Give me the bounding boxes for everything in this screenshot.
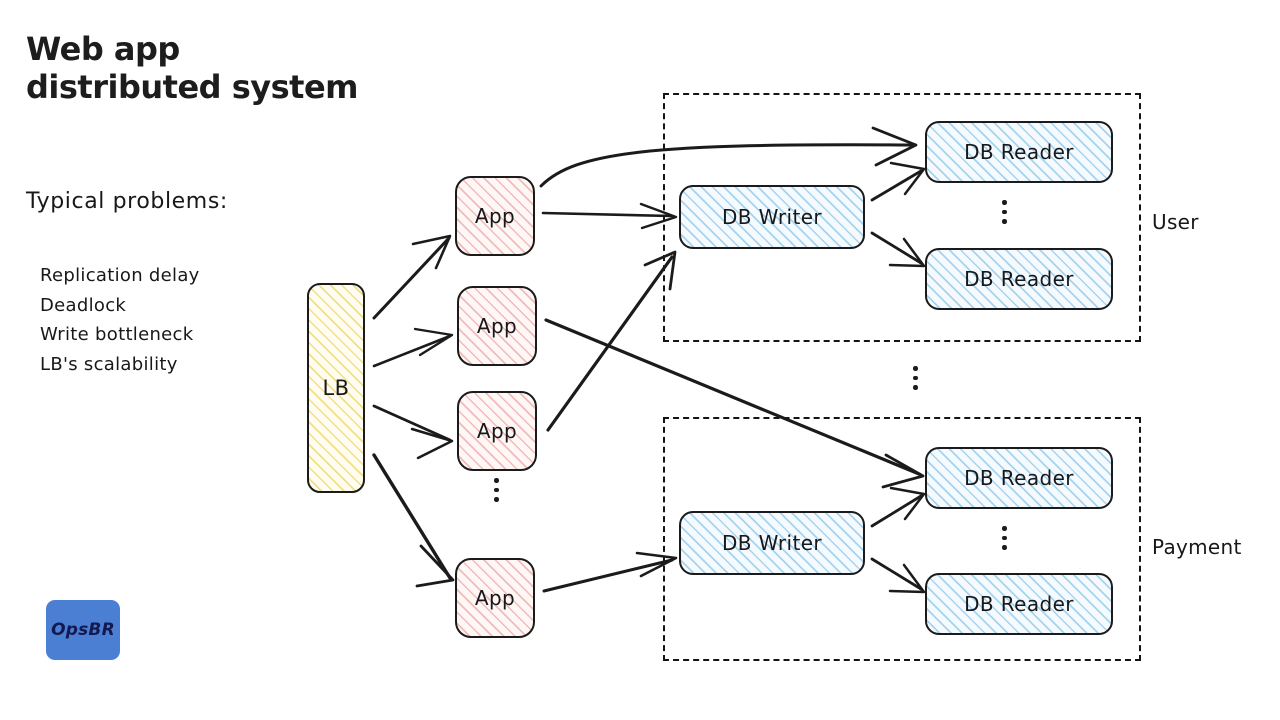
node-lb-label: LB <box>322 376 350 400</box>
problem-item: Deadlock <box>40 294 127 316</box>
node-db-reader-payment-2-label: DB Reader <box>964 592 1074 616</box>
problem-item: LB's scalability <box>40 353 178 375</box>
node-db-reader-user-2-label: DB Reader <box>964 267 1074 291</box>
node-db-writer-user-label: DB Writer <box>721 205 823 229</box>
vertical-ellipsis-icon-readers-payment <box>1002 526 1007 550</box>
problems-list: Replication delay Deadlock Write bottlen… <box>40 261 200 379</box>
node-db-reader-payment-1-label: DB Reader <box>964 466 1074 490</box>
node-db-writer-payment[interactable]: DB Writer <box>679 511 865 575</box>
node-app-1[interactable]: App <box>455 176 535 256</box>
node-db-reader-payment-1[interactable]: DB Reader <box>925 447 1113 509</box>
node-db-reader-payment-2[interactable]: DB Reader <box>925 573 1113 635</box>
edge-app3-writer1 <box>546 250 677 432</box>
problem-item: Write bottleneck <box>40 324 194 345</box>
node-app-3-label: App <box>476 419 518 443</box>
node-app-2[interactable]: App <box>457 286 537 366</box>
node-db-writer-user[interactable]: DB Writer <box>679 185 865 249</box>
page-title: Web app distributed system <box>26 30 359 106</box>
edge-lb-app1 <box>372 234 452 320</box>
node-db-reader-user-1-label: DB Reader <box>964 140 1074 164</box>
node-app-4-label: App <box>474 586 516 610</box>
node-db-writer-payment-label: DB Writer <box>721 531 823 555</box>
vertical-ellipsis-icon-groups <box>913 366 918 390</box>
node-db-reader-user-2[interactable]: DB Reader <box>925 248 1113 310</box>
node-lb[interactable]: LB <box>307 283 365 493</box>
edge-lb-app4 <box>372 453 455 588</box>
edge-lb-app2 <box>372 327 454 368</box>
edge-app4-writer2 <box>542 551 678 593</box>
group-payment-label: Payment <box>1152 535 1242 559</box>
edge-app1-writer1 <box>541 202 678 230</box>
vertical-ellipsis-icon-apps <box>494 478 499 502</box>
group-user-label: User <box>1152 210 1199 234</box>
node-app-2-label: App <box>476 314 518 338</box>
problem-item: Replication delay <box>40 265 200 286</box>
opsbr-logo-text: OpsBR <box>51 620 115 640</box>
node-db-reader-user-1[interactable]: DB Reader <box>925 121 1113 183</box>
edge-lb-app3 <box>372 404 454 460</box>
node-app-1-label: App <box>474 204 516 228</box>
vertical-ellipsis-icon-readers-user <box>1002 200 1007 224</box>
node-app-3[interactable]: App <box>457 391 537 471</box>
problems-heading: Typical problems: <box>26 189 228 214</box>
opsbr-logo: OpsBR <box>46 600 120 660</box>
node-app-4[interactable]: App <box>455 558 535 638</box>
